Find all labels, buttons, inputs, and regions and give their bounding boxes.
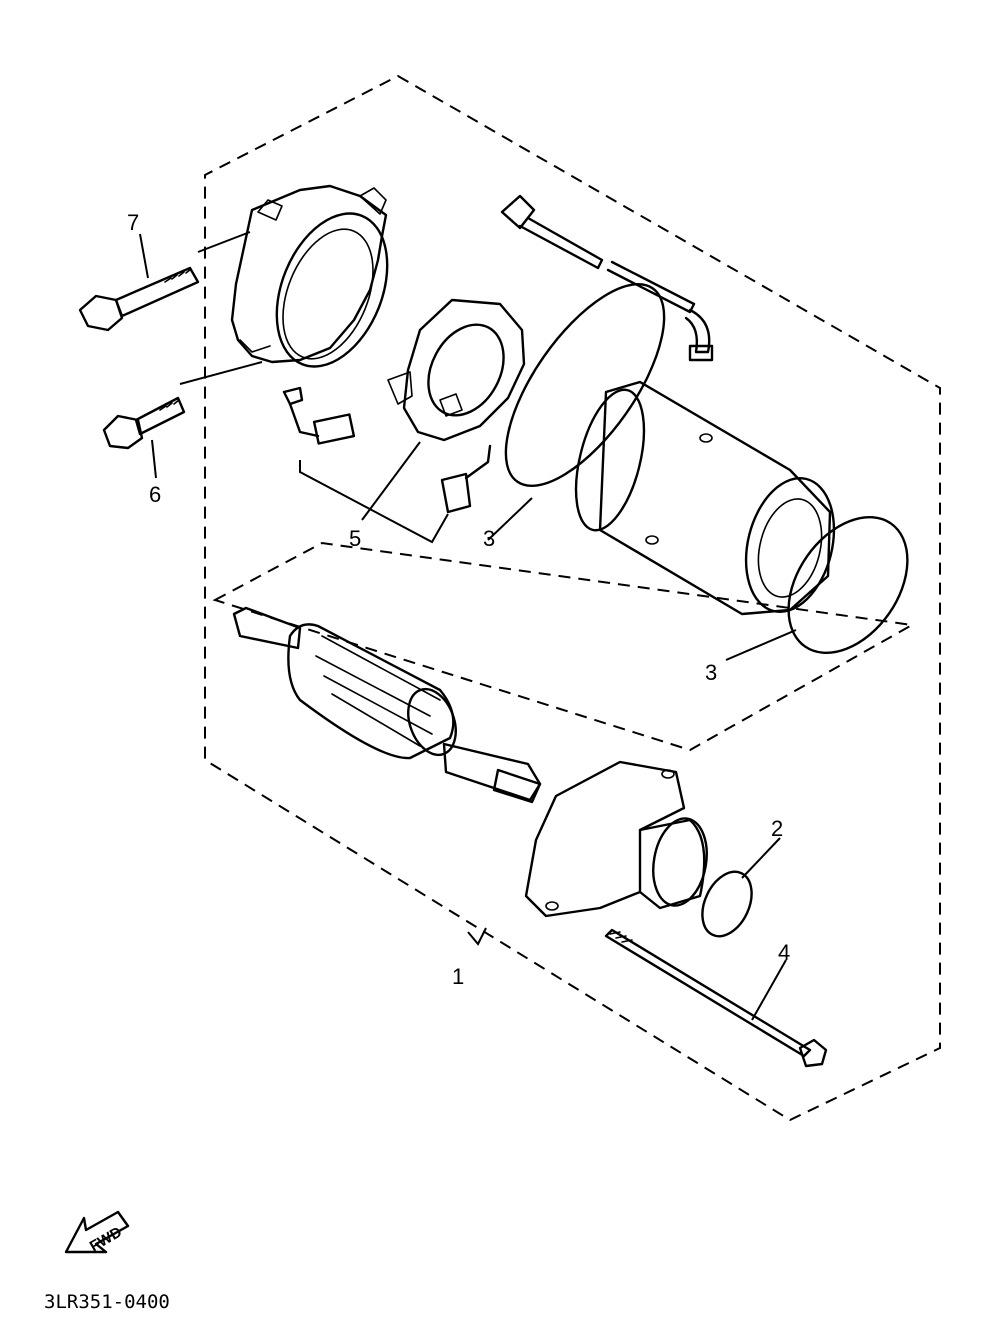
- through-bolt: [604, 928, 828, 1068]
- rear-cover: [179, 184, 389, 385]
- front-cover: [524, 760, 708, 918]
- o-ring-small: [701, 870, 753, 938]
- diagram-code: 3LR351-0400: [44, 1291, 170, 1313]
- o-ring-lower: [787, 515, 909, 655]
- brush-set: [282, 386, 492, 544]
- assembly-leader: [467, 927, 487, 946]
- bolt-long: [78, 233, 200, 332]
- callout-5: 5: [349, 526, 361, 551]
- callout-2: 2: [771, 816, 783, 841]
- brush-plate: [361, 298, 526, 521]
- armature: [232, 606, 542, 804]
- lead-wire: [500, 194, 714, 362]
- callout-7: 7: [127, 210, 139, 235]
- callout-6: 6: [149, 482, 161, 507]
- o-ring-upper: [504, 282, 666, 488]
- callout-3-upper: 3: [483, 526, 495, 551]
- callout-3-lower: 3: [705, 660, 717, 685]
- bolt-short: [102, 396, 186, 479]
- yoke: [574, 380, 836, 616]
- callout-4: 4: [778, 940, 790, 965]
- sub-assembly-bracket: [212, 541, 916, 752]
- fwd-arrow-icon: FWD: [64, 1210, 130, 1255]
- callout-1: 1: [452, 964, 464, 989]
- assembly-boundary: [204, 74, 941, 1122]
